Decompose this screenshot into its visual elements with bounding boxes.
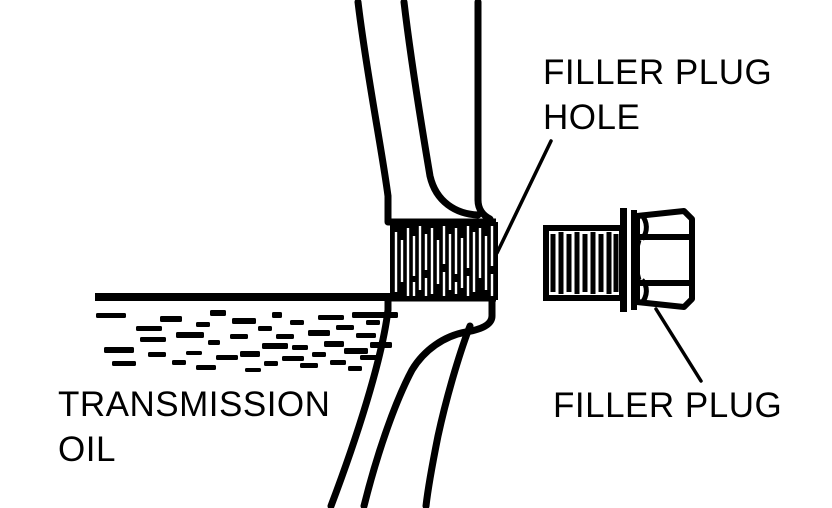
- oil-dash: [172, 360, 186, 365]
- label-transmission-oil-line2: OIL: [58, 430, 116, 469]
- oil-dash: [336, 325, 354, 330]
- oil-dash: [352, 312, 398, 318]
- label-filler-plug: FILLER PLUG: [553, 386, 782, 425]
- oil-dash: [344, 348, 368, 354]
- label-filler-plug-hole-line2: HOLE: [543, 98, 640, 137]
- thread-hole-slits: [394, 226, 494, 296]
- oil-dash: [230, 334, 248, 339]
- oil-dash: [216, 355, 238, 360]
- oil-dash: [308, 330, 330, 336]
- oil-dash: [112, 361, 136, 366]
- oil-dash: [136, 326, 162, 331]
- oil-dash: [262, 343, 288, 349]
- hex-corner-curve-top: [639, 212, 649, 241]
- housing-inner-wall-lower: [360, 296, 496, 508]
- oil-dash: [366, 320, 380, 325]
- oil-dash: [282, 356, 304, 361]
- oil-dash: [348, 366, 362, 371]
- oil-dash: [264, 361, 278, 366]
- filler-plug-hole-threads: [390, 222, 498, 300]
- leader-filler-plug-hole: [495, 139, 553, 255]
- label-transmission-oil-line1: TRANSMISSION: [58, 385, 330, 424]
- oil-dash: [245, 368, 261, 372]
- plug-shank-thread-lines: [550, 232, 619, 294]
- oil-dash: [272, 312, 282, 318]
- oil-dash: [370, 342, 392, 348]
- label-filler-plug-hole-line1: FILLER PLUG: [543, 53, 772, 92]
- oil-dash: [196, 322, 210, 327]
- oil-dash: [148, 352, 166, 357]
- oil-dash: [292, 345, 308, 350]
- oil-dash: [258, 326, 272, 331]
- oil-dash: [318, 315, 344, 320]
- hex-corner-curve-bottom: [639, 278, 649, 306]
- housing-inner-rib-lower: [422, 322, 474, 508]
- flange-outer-edge: [620, 208, 627, 312]
- oil-dash: [186, 351, 202, 355]
- oil-dash: [240, 351, 260, 357]
- oil-dash: [300, 363, 318, 368]
- oil-dash: [196, 365, 216, 370]
- oil-dash: [290, 320, 304, 325]
- oil-dash: [104, 347, 134, 353]
- plug-threaded-shank: [543, 225, 625, 301]
- oil-dash: [96, 313, 126, 318]
- oil-dash: [210, 310, 226, 316]
- oil-dash: [140, 337, 166, 342]
- housing-outer-wall-lower: [327, 296, 392, 508]
- oil-dash: [276, 334, 294, 339]
- oil-dash: [160, 316, 182, 322]
- oil-dash: [330, 360, 346, 365]
- housing-outer-wall-upper: [354, 0, 392, 226]
- plug-hex-head: [632, 208, 695, 310]
- transmission-housing-wall: [327, 0, 496, 508]
- oil-dash: [232, 318, 256, 324]
- oil-stipple-dashes: [96, 310, 398, 372]
- oil-dash: [324, 341, 344, 347]
- oil-dash: [208, 340, 220, 345]
- leader-filler-plug: [654, 307, 703, 383]
- housing-inner-rib-upper: [474, 0, 494, 223]
- oil-dash: [176, 332, 204, 338]
- oil-dash: [360, 355, 378, 360]
- hex-back-face-curve: [632, 239, 642, 281]
- oil-dash: [356, 333, 376, 338]
- oil-dash: [312, 352, 326, 357]
- housing-inner-wall-upper: [400, 0, 482, 219]
